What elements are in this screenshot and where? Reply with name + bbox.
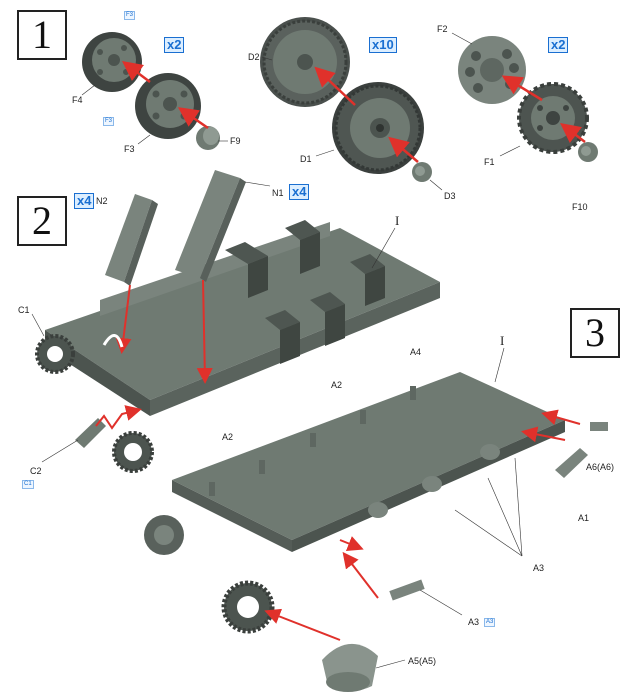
label-a5: A5(A5): [408, 656, 437, 666]
label-f4: F4: [72, 95, 83, 105]
label-c1: C1: [18, 305, 30, 315]
label-d2: D2: [248, 52, 260, 62]
qty-n2: x4: [74, 193, 95, 209]
part-a1: [555, 448, 588, 478]
final-drive-housing: [144, 515, 184, 555]
label-d1: D1: [300, 154, 312, 164]
label-d3: D3: [444, 191, 456, 201]
label-f9: F9: [230, 136, 241, 146]
idler-mount-c1: [35, 334, 75, 374]
label-i-step3: I: [500, 333, 505, 348]
sprocket-f2: [458, 36, 526, 104]
idler-mount-front: [221, 580, 275, 634]
part-c2-bracket: [75, 418, 106, 448]
wheel-f4: [82, 32, 142, 92]
part-n2: [105, 194, 158, 286]
step-number-3: 3: [570, 308, 620, 358]
label-a6: A6(A6): [586, 462, 615, 472]
qty-f: x2: [164, 37, 185, 53]
step-number-2: 2: [17, 196, 67, 246]
label-n1: N1: [272, 188, 284, 198]
label-i-step2: I: [395, 213, 400, 228]
roadwheel-d2: [260, 17, 350, 107]
sprocket-f1: [517, 82, 589, 154]
part-a6: [590, 422, 608, 431]
part-n1: [175, 170, 246, 282]
label-n2: N2: [96, 196, 108, 206]
ref-badge-a3: A3: [484, 618, 496, 627]
label-a4: A4: [410, 347, 422, 357]
part-a5-cap: [322, 643, 378, 692]
studs-a2: [209, 386, 416, 496]
label-a2-lower: A2: [222, 432, 234, 442]
lower-hull-plate: [172, 372, 565, 552]
label-f3: F3: [124, 144, 135, 154]
axle-arms-a3: [368, 444, 500, 601]
label-a2-upper: A2: [331, 380, 343, 390]
cap-f9: [196, 126, 220, 150]
label-a1: A1: [578, 513, 590, 523]
cap-f10: [578, 142, 598, 162]
label-f10: F10: [572, 202, 588, 212]
label-a3-single: A3: [468, 617, 480, 627]
qty-d: x10: [369, 37, 397, 53]
qty-fr: x2: [548, 37, 569, 53]
label-f1: F1: [484, 157, 495, 167]
wheel-f3: [135, 73, 201, 139]
ref-badge-mid: F3: [103, 117, 115, 126]
qty-n1: x4: [289, 184, 310, 200]
label-c2: C2: [30, 466, 42, 476]
label-f2: F2: [437, 24, 448, 34]
ref-badge-top: F3: [124, 11, 136, 20]
hull-bulkheads: [225, 220, 385, 364]
ref-badge-c2: C1: [22, 480, 34, 489]
step-number-1: 1: [17, 10, 67, 60]
idler-mount-c2: [112, 431, 154, 473]
cap-d3: [412, 162, 432, 182]
label-a3-group: A3: [533, 563, 545, 573]
